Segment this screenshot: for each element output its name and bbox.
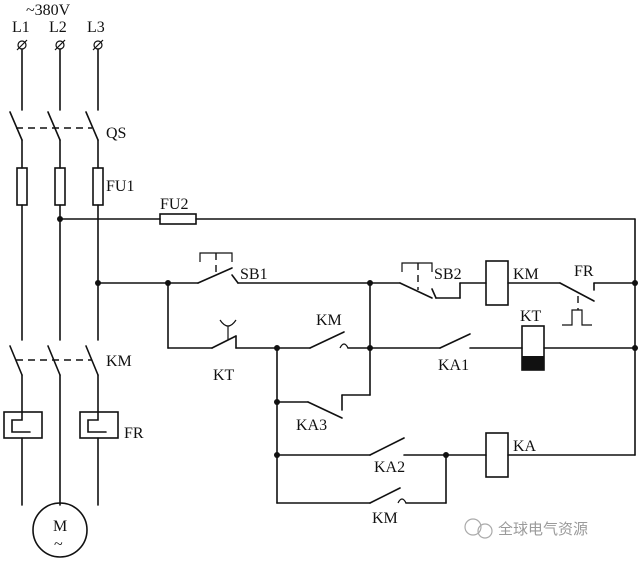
fr-thermal-elements [3, 411, 119, 439]
fu1-label: FU1 [106, 178, 134, 195]
phase-label-l3: L3 [87, 19, 105, 36]
km-main-contacts [9, 345, 99, 376]
km-coil-label: KM [513, 266, 539, 283]
phase-label-l2: L2 [49, 19, 67, 36]
km-contact1-label: KM [316, 312, 342, 329]
rung-3 [274, 347, 371, 504]
rung-5 [276, 454, 447, 504]
km-main-label: KM [106, 353, 132, 370]
rung-4 [274, 347, 636, 478]
kt-coil-label: KT [520, 308, 542, 325]
rung-1 [165, 252, 638, 326]
watermark-text: 全球电气资源 [498, 520, 588, 538]
fr-contact-label: FR [574, 263, 594, 280]
motor [32, 502, 88, 558]
qs-label: QS [106, 125, 126, 142]
qs-switch [9, 111, 99, 141]
kt-contact-label: KT [213, 367, 235, 384]
fr-main-label: FR [124, 425, 144, 442]
rung-2 [167, 282, 638, 396]
fu1-fuses [16, 167, 104, 206]
ka-coil-label: KA [513, 438, 537, 455]
motor-symbol: ~ [54, 536, 63, 553]
fu2-label: FU2 [160, 196, 188, 213]
supply-voltage-label: ~380V [26, 2, 71, 19]
watermark [464, 518, 493, 539]
ka2-label: KA2 [374, 459, 405, 476]
motor-label: M [53, 518, 67, 535]
main-circuit-wires [21, 48, 99, 506]
control-supply-wires [57, 213, 636, 349]
sb1-label: SB1 [240, 266, 268, 283]
phase-label-l1: L1 [12, 19, 30, 36]
ka1-label: KA1 [438, 357, 469, 374]
ka3-label: KA3 [296, 417, 327, 434]
sb2-label: SB2 [434, 266, 462, 283]
km-contact2-label: KM [372, 510, 398, 527]
